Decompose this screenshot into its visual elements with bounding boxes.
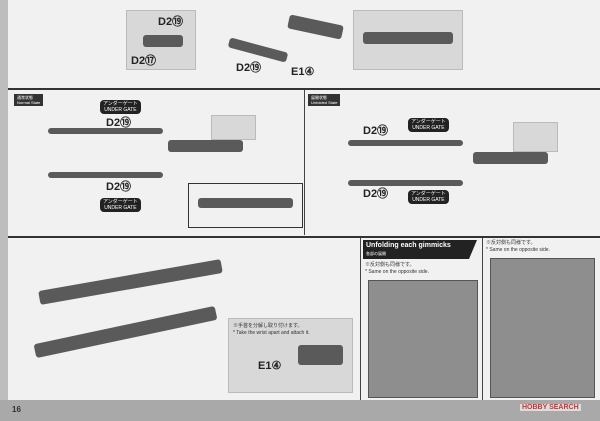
assembled-weapon — [363, 32, 453, 44]
gate-jp: アンダーゲート — [103, 199, 138, 205]
gate-jp: アンダーゲート — [411, 119, 446, 125]
manual-page: D2⑲ D2⑰ D2⑲ E1④ 通常状態 Normal State アンダーゲー… — [8, 0, 600, 400]
gate-jp: アンダーゲート — [103, 101, 138, 107]
gate-en: UNDER GATE — [104, 205, 137, 211]
gate-jp: アンダーゲート — [411, 191, 446, 197]
part-label: E1④ — [291, 66, 315, 78]
gate-en: UNDER GATE — [412, 197, 445, 203]
note-jp: ※反対側も同様です。 — [365, 262, 415, 268]
part-label: D2⑲ — [236, 62, 262, 74]
gimmick-photo-1 — [368, 280, 478, 398]
weapon-detail — [198, 198, 293, 208]
gate-en: UNDER GATE — [104, 107, 137, 113]
barrel-part — [48, 128, 163, 134]
gimmicks-title: Unfolding each gimmicks — [366, 242, 451, 249]
divider — [8, 236, 600, 238]
wrist-note-jp: ※手首を分解し取り付けます。 — [233, 323, 303, 329]
weapon-body — [473, 152, 548, 164]
wrist-note-en: * Take the wrist apart and attach it. — [233, 330, 310, 336]
divider — [304, 90, 305, 235]
gimmick-photo-2 — [490, 258, 595, 398]
barrel-part — [227, 37, 289, 63]
divider — [482, 238, 483, 400]
normal-state-tag: 通常状態 Normal State — [14, 94, 44, 106]
part-label: D2⑰ — [131, 55, 157, 67]
hand-part — [298, 345, 343, 365]
weapon-assembled — [38, 259, 223, 305]
detail-illustration — [211, 115, 256, 140]
unfolded-state-tag: 展開状態 Unfolded State — [308, 94, 341, 106]
barrel-part — [348, 180, 463, 186]
part-label: D2⑲ — [363, 125, 389, 137]
weapon-assembled — [33, 305, 218, 359]
detail-illustration — [513, 122, 558, 152]
gimmicks-header: Unfolding each gimmicks 各部の展開 — [363, 240, 477, 259]
barrel-part — [348, 140, 463, 146]
part-label: D2⑲ — [158, 16, 184, 28]
part-label: D2⑲ — [106, 117, 132, 129]
footer: 16 HOBBY SEARCH — [0, 400, 600, 421]
page-number: 16 — [12, 405, 21, 414]
watermark: HOBBY SEARCH — [520, 404, 581, 411]
body-part — [287, 14, 344, 40]
gimmicks-subtitle: 各部の展開 — [366, 251, 386, 256]
grip-part — [143, 35, 183, 47]
note-en: * Same on the opposite side. — [365, 269, 429, 275]
note-en: * Same on the opposite side. — [486, 247, 550, 253]
gate-en: UNDER GATE — [412, 125, 445, 131]
barrel-part — [48, 172, 163, 178]
divider — [8, 88, 600, 90]
note-jp: ※反対側も同様です。 — [486, 240, 536, 246]
part-label: D2⑲ — [106, 181, 132, 193]
part-label: E1④ — [258, 360, 282, 372]
detail-box — [188, 183, 303, 228]
weapon-body — [168, 140, 243, 152]
divider — [360, 238, 361, 400]
part-label: D2⑲ — [363, 188, 389, 200]
